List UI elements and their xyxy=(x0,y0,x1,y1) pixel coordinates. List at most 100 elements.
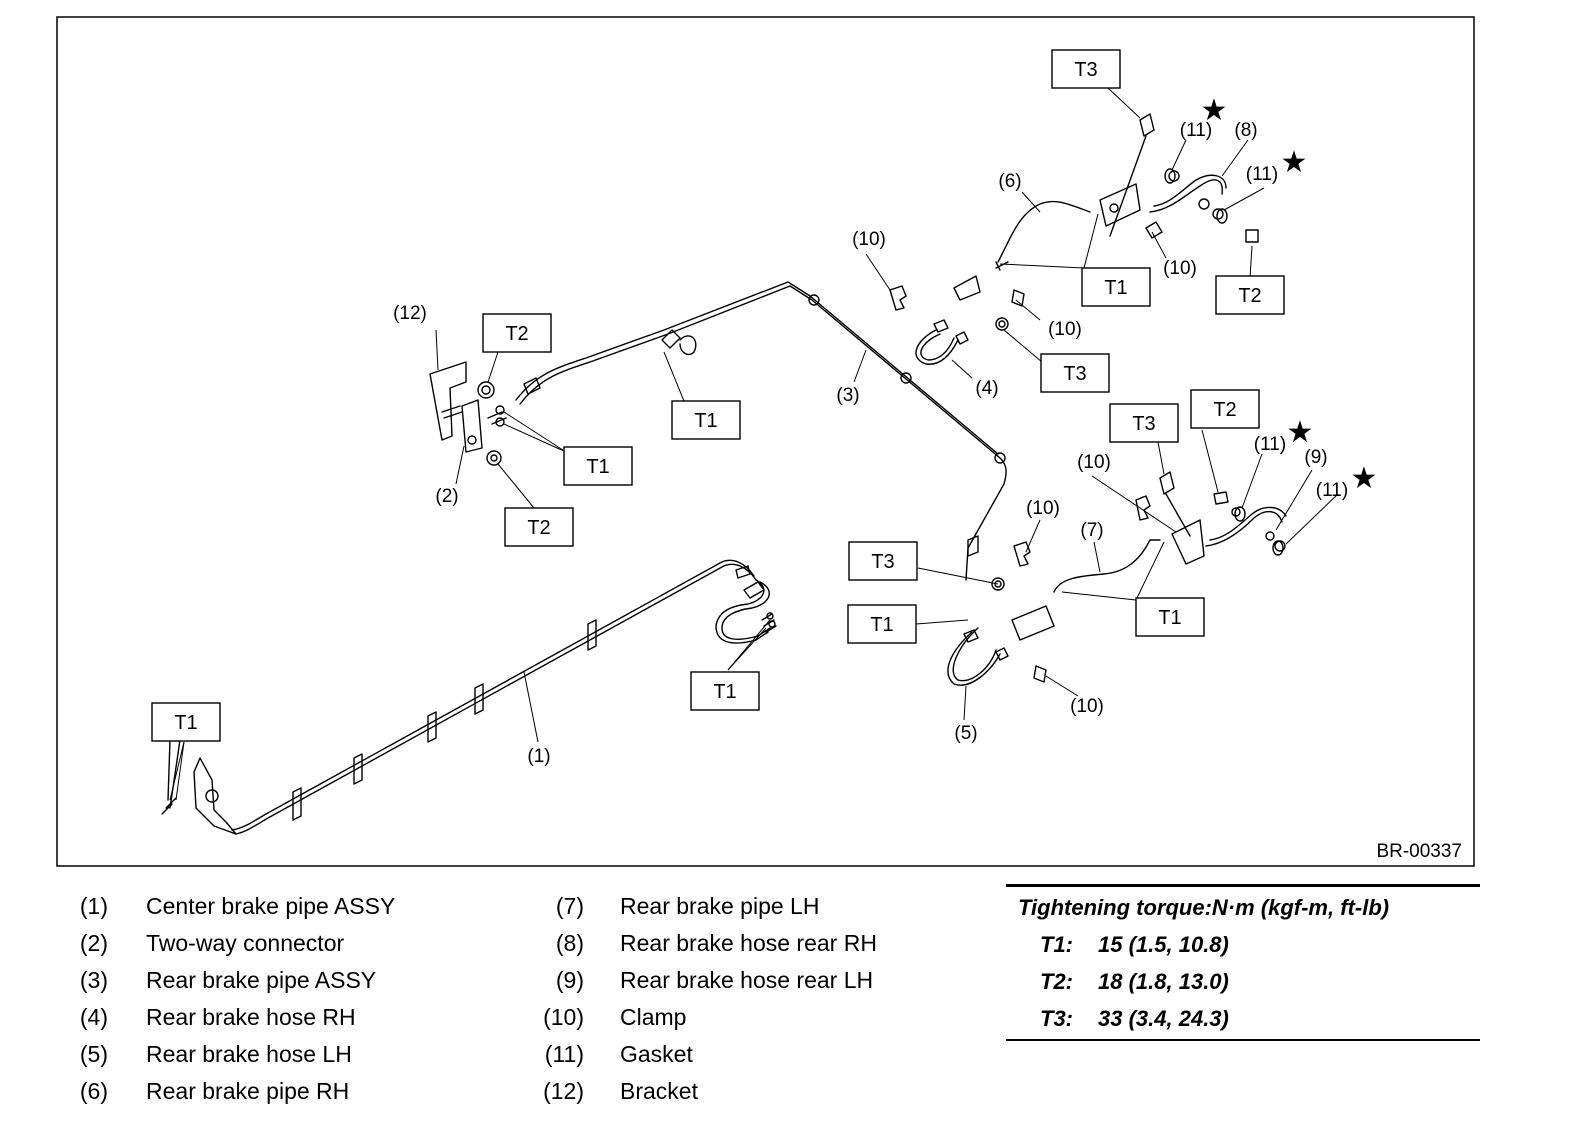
svg-text:T3: T3 xyxy=(1132,413,1155,435)
part-callouts: (11) (8) (11) (6) (10) (10) (10) (4) (3)… xyxy=(393,120,1348,767)
legend-number: (4) xyxy=(79,1004,108,1030)
legend-name: Rear brake hose rear RH xyxy=(620,930,877,956)
callout-10: (10) xyxy=(852,229,886,250)
torque-key: T1: xyxy=(1040,932,1073,957)
svg-text:T2: T2 xyxy=(527,517,550,539)
rear-brake-pipe-assy-drawing xyxy=(515,281,1007,581)
replace-marks: ★ ★ ★ ★ xyxy=(1201,94,1378,495)
svg-text:T3: T3 xyxy=(871,551,894,573)
legend-name: Rear brake pipe ASSY xyxy=(146,967,377,993)
legend-number: (12) xyxy=(543,1078,584,1104)
callout-7: (7) xyxy=(1080,520,1103,541)
legend-number: (6) xyxy=(79,1078,108,1104)
torque-boxes: T3 T1 T2 T3 T2 T1 T1 T2 T3 T2 T3 T1 T1 T… xyxy=(151,49,1285,742)
callout-11: (11) xyxy=(1316,480,1348,501)
rear-brake-pipe-rh-drawing xyxy=(997,113,1259,263)
torque-row-t2: T2: 18 (1.8, 13.0) xyxy=(1040,969,1229,995)
torque-box-t1-hose-lh: T1 xyxy=(847,604,917,644)
torque-box-t1-center-pipe-rear: T1 xyxy=(151,702,221,742)
callout-1: (1) xyxy=(527,746,550,767)
star-icon: ★ xyxy=(1281,146,1308,179)
callout-10: (10) xyxy=(1163,258,1197,279)
rear-brake-hose-rh-drawing xyxy=(889,261,1025,365)
legend-number: (10) xyxy=(543,1004,584,1030)
torque-box-t3-hose-lh: T3 xyxy=(848,541,918,581)
svg-text:T3: T3 xyxy=(1074,59,1097,81)
torque-box-t3-hose-rh: T3 xyxy=(1040,353,1110,393)
callout-11: (11) xyxy=(1254,434,1286,455)
torque-row-t3: T3:33 (3.4, 24.3) xyxy=(1040,1006,1229,1032)
torque-box-t2-bracket-bottom: T2 xyxy=(504,507,574,547)
legend-number: (3) xyxy=(79,967,108,993)
torque-key: T3: xyxy=(1040,1006,1073,1031)
svg-text:T1: T1 xyxy=(713,681,736,703)
svg-text:T2: T2 xyxy=(1238,285,1261,307)
torque-value: 18 (1.8, 13.0) xyxy=(1098,969,1229,994)
torque-box-t1-connector: T1 xyxy=(563,446,633,486)
torque-box-t2-bracket-top: T2 xyxy=(482,313,552,353)
star-icon: ★ xyxy=(1201,94,1228,127)
torque-box-t2-lower-right: T2 xyxy=(1190,389,1260,429)
legend-number: (7) xyxy=(555,893,584,919)
callout-8: (8) xyxy=(1234,120,1257,141)
torque-box-t3-lower-right: T3 xyxy=(1109,403,1179,443)
legend-name: Gasket xyxy=(620,1041,693,1067)
callout-2: (2) xyxy=(435,486,458,507)
legend-number: (2) xyxy=(79,930,108,956)
callout-6: (6) xyxy=(998,171,1021,192)
callout-9: (9) xyxy=(1304,447,1327,468)
torque-value: 15 (1.5, 10.8) xyxy=(1098,932,1229,957)
legend-number: (1) xyxy=(79,893,108,919)
torque-box-t1-center-pipe-front: T1 xyxy=(690,671,760,711)
legend-name: Rear brake hose rear LH xyxy=(620,967,874,993)
svg-text:T1: T1 xyxy=(870,614,893,636)
svg-text:T1: T1 xyxy=(586,456,609,478)
callout-10: (10) xyxy=(1077,452,1111,473)
callout-11: (11) xyxy=(1180,120,1212,141)
center-brake-pipe-assy-drawing xyxy=(161,559,777,835)
legend-name: Bracket xyxy=(620,1078,698,1104)
bracket-and-connector-drawing xyxy=(429,361,507,466)
callout-4: (4) xyxy=(975,378,998,399)
torque-box-t1-upper-right: T1 xyxy=(1081,267,1151,307)
svg-text:T3: T3 xyxy=(1063,363,1086,385)
torque-table-title: Tightening torque:N·m (kgf-m, ft-lb) xyxy=(1018,895,1390,920)
torque-box-t2-upper-right: T2 xyxy=(1215,275,1285,315)
legend-name: Center brake pipe ASSY xyxy=(146,893,396,919)
legend-name: Clamp xyxy=(620,1004,687,1030)
star-icon: ★ xyxy=(1287,416,1314,449)
legend-number: (5) xyxy=(79,1041,108,1067)
torque-key: T2: xyxy=(1040,969,1073,994)
callout-11: (11) xyxy=(1246,164,1278,185)
star-icon: ★ xyxy=(1351,462,1378,495)
legend-number: (11) xyxy=(544,1041,584,1067)
callout-10: (10) xyxy=(1026,498,1060,519)
figure-id: BR-00337 xyxy=(1376,841,1462,862)
legend-name: Rear brake hose LH xyxy=(146,1041,352,1067)
svg-text:T1: T1 xyxy=(1104,277,1127,299)
svg-text:T1: T1 xyxy=(694,410,717,432)
legend-number: (9) xyxy=(555,967,584,993)
callout-12: (12) xyxy=(393,303,427,324)
legend-number: (8) xyxy=(555,930,584,956)
svg-text:T2: T2 xyxy=(1213,399,1236,421)
torque-box-t1-pipe-lh: T1 xyxy=(1135,597,1205,637)
leader-lines xyxy=(169,87,1339,801)
rear-brake-pipe-lh-drawing xyxy=(947,471,1287,686)
torque-row-t1: T1: 15 (1.5, 10.8) xyxy=(1040,932,1229,958)
legend-name: Rear brake pipe RH xyxy=(146,1078,350,1104)
callout-10: (10) xyxy=(1048,319,1082,340)
callout-5: (5) xyxy=(954,723,977,744)
legend-name: Two-way connector xyxy=(146,930,345,956)
svg-text:T2: T2 xyxy=(505,323,528,345)
callout-10: (10) xyxy=(1070,696,1104,717)
callout-3: (3) xyxy=(836,385,859,406)
torque-box-t1-pipe-clip: T1 xyxy=(671,400,741,440)
legend-name: Rear brake pipe LH xyxy=(620,893,820,919)
tightening-torque-table: Tightening torque:N·m (kgf-m, ft-lb) T1:… xyxy=(1006,884,1480,1041)
legend-name: Rear brake hose RH xyxy=(146,1004,356,1030)
svg-text:T1: T1 xyxy=(174,712,197,734)
torque-box-t3-top: T3 xyxy=(1051,49,1121,89)
diagram-frame xyxy=(56,16,1475,867)
